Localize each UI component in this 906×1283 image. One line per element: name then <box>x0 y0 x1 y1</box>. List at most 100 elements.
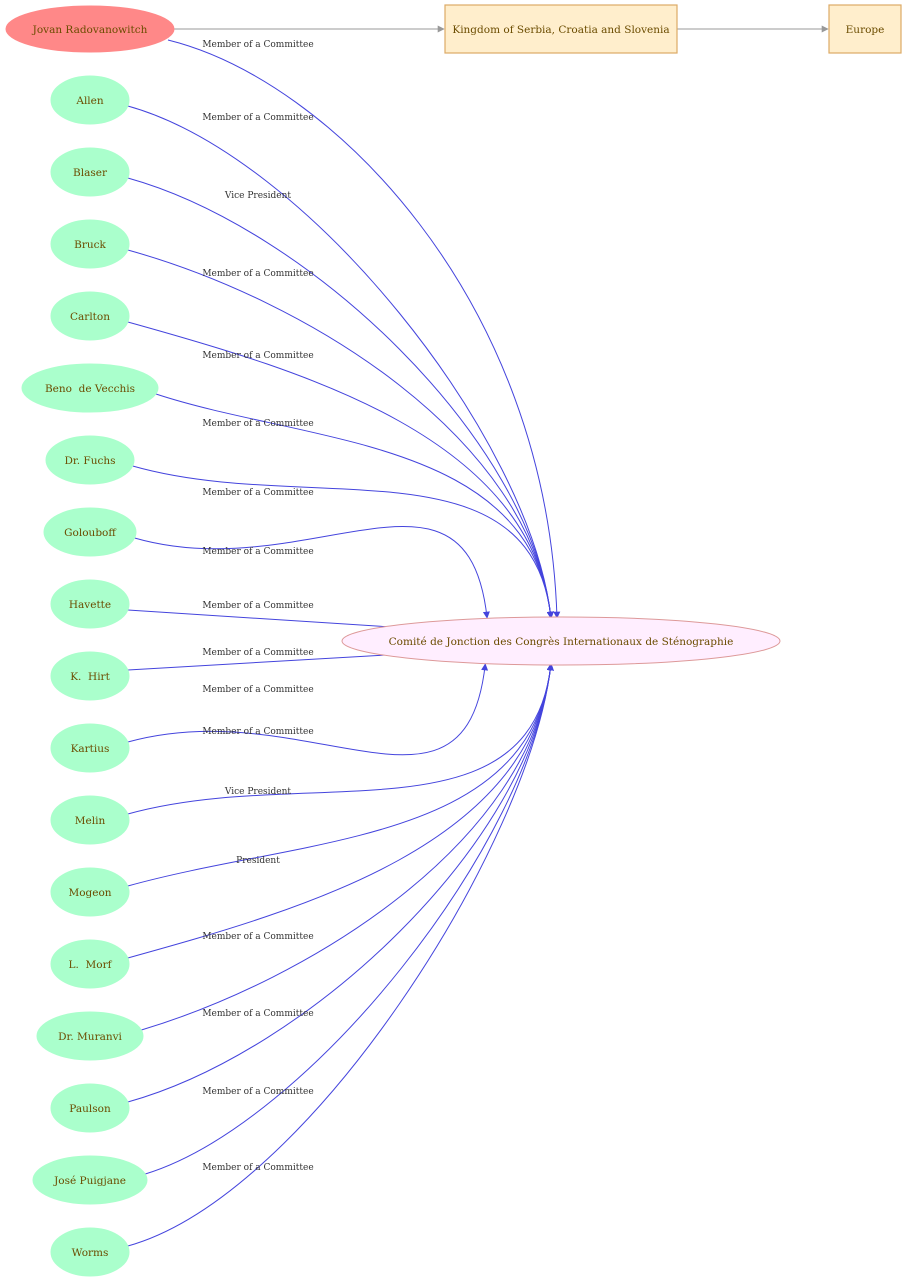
node-jovan-radovanowitch[interactable]: Jovan Radovanowitch <box>5 5 175 53</box>
edge-k-hirt-to-committee <box>127 649 422 671</box>
node-person-k-hirt[interactable]: K. Hirt <box>50 651 130 701</box>
node-shape <box>50 147 130 197</box>
edge-jovan-radovanowitch-to-committee <box>167 39 561 619</box>
edge-mogeon-to-committee <box>127 663 554 887</box>
node-person-melin[interactable]: Melin <box>50 795 130 845</box>
node-person-kartius[interactable]: Kartius <box>50 723 130 773</box>
node-shape <box>45 435 135 485</box>
node-label: Kingdom of Serbia, Croatia and Slovenia <box>452 24 669 36</box>
node-label: Dr. Muranvi <box>58 1031 122 1043</box>
node-label: Golouboff <box>64 527 117 539</box>
node-place-europe[interactable]: Europe <box>828 4 902 54</box>
edge-l-morf-to-committee <box>127 663 554 959</box>
edge-paulson-to-committee <box>127 663 554 1103</box>
node-shape <box>50 867 130 917</box>
edge-label-havette: Member of a Committee <box>202 601 313 611</box>
node-person-carlton[interactable]: Carlton <box>50 291 130 341</box>
edge-label-dr-muranvi: Member of a Committee <box>202 932 313 942</box>
node-label: Paulson <box>69 1103 111 1115</box>
edge-label-beno-de-vecchis: Member of a Committee <box>202 419 313 429</box>
node-place-kingdom-of-serbia-croatia-and-slovenia[interactable]: Kingdom of Serbia, Croatia and Slovenia <box>444 4 678 54</box>
node-shape <box>43 507 137 557</box>
node-person-bruck[interactable]: Bruck <box>50 219 130 269</box>
nodes-layer: Jovan Radovanowitch Kingdom of Serbia, Cr… <box>5 4 902 1277</box>
edge-label-golouboff: Member of a Committee <box>202 547 313 557</box>
edge-blaser-to-committee <box>127 177 554 619</box>
edge-kartius-to-committee <box>127 663 489 756</box>
node-label: L. Morf <box>69 959 113 971</box>
node-shape <box>341 616 781 666</box>
edge-label-paulson: Member of a Committee <box>202 1009 313 1019</box>
node-label: Blaser <box>73 167 108 179</box>
node-label: Kartius <box>71 743 110 755</box>
node-label: Worms <box>72 1247 109 1259</box>
node-label: José Puigjane <box>53 1175 126 1187</box>
node-shape <box>32 1155 148 1205</box>
node-shape <box>50 1227 130 1277</box>
edge-label-l-morf: President <box>236 856 280 866</box>
node-label: Jovan Radovanowitch <box>32 24 148 36</box>
node-label: Carlton <box>70 311 110 323</box>
edge-golouboff-to-committee <box>134 525 490 619</box>
node-person-jose-puigjane[interactable]: José Puigjane <box>32 1155 148 1205</box>
node-person-allen[interactable]: Allen <box>50 75 130 125</box>
node-label: Comité de Jonction des Congrès Internati… <box>389 636 734 648</box>
edge-label-bruck: Member of a Committee <box>202 269 313 279</box>
node-shape <box>50 1083 130 1133</box>
node-person-havette[interactable]: Havette <box>50 579 130 629</box>
node-shape <box>50 219 130 269</box>
edge-havette-to-committee <box>127 609 423 633</box>
node-shape <box>50 939 130 989</box>
node-person-golouboff[interactable]: Golouboff <box>43 507 137 557</box>
node-person-beno-de-vecchis[interactable]: Beno de Vecchis <box>21 363 159 413</box>
node-shape <box>36 1011 144 1061</box>
edge-worms-to-committee <box>127 663 554 1247</box>
node-shape <box>50 75 130 125</box>
node-label: Havette <box>69 599 111 611</box>
edge-jose-puigjane-to-committee <box>145 663 554 1175</box>
node-shape <box>50 651 130 701</box>
node-label: Europe <box>846 24 885 36</box>
node-shape <box>444 4 678 54</box>
edge-label-allen: Member of a Committee <box>202 113 313 123</box>
edge-label-mogeon: Vice President <box>224 787 292 797</box>
node-shape <box>50 795 130 845</box>
edge-label-blaser: Vice President <box>224 191 292 201</box>
edge-beno-de-vecchis-to-committee <box>155 393 554 619</box>
node-shape <box>50 291 130 341</box>
node-label: Bruck <box>74 239 106 251</box>
node-shape <box>828 4 902 54</box>
node-shape <box>50 579 130 629</box>
edge-melin-to-committee <box>127 663 554 815</box>
edge-label-dr-fuchs: Member of a Committee <box>202 488 313 498</box>
node-shape <box>5 5 175 53</box>
edge-label-k-hirt: Member of a Committee <box>202 648 313 658</box>
edge-dr-muranvi-to-committee <box>141 663 554 1031</box>
edge-bruck-to-committee <box>127 249 554 619</box>
edge-dr-fuchs-to-committee <box>132 465 554 619</box>
edge-label-carlton: Member of a Committee <box>202 351 313 361</box>
edge-label-worms: Member of a Committee <box>202 1163 313 1173</box>
node-person-blaser[interactable]: Blaser <box>50 147 130 197</box>
node-shape <box>50 723 130 773</box>
node-label: Mogeon <box>68 887 111 899</box>
edge-label-jose-puigjane: Member of a Committee <box>202 1087 313 1097</box>
node-person-l-morf[interactable]: L. Morf <box>50 939 130 989</box>
node-organization[interactable]: Comité de Jonction des Congrès Internati… <box>341 616 781 666</box>
edge-carlton-to-committee <box>127 321 554 619</box>
edge-label-melin: Member of a Committee <box>202 727 313 737</box>
node-label: Beno de Vecchis <box>45 383 135 395</box>
node-shape <box>21 363 159 413</box>
node-person-worms[interactable]: Worms <box>50 1227 130 1277</box>
node-person-paulson[interactable]: Paulson <box>50 1083 130 1133</box>
edges-layer <box>127 25 829 1247</box>
node-person-dr-muranvi[interactable]: Dr. Muranvi <box>36 1011 144 1061</box>
node-label: K. Hirt <box>70 671 110 683</box>
node-person-dr-fuchs[interactable]: Dr. Fuchs <box>45 435 135 485</box>
node-label: Allen <box>75 95 104 107</box>
node-person-mogeon[interactable]: Mogeon <box>50 867 130 917</box>
edge-label-kartius: Member of a Committee <box>202 685 313 695</box>
edge-allen-to-committee <box>127 105 554 619</box>
